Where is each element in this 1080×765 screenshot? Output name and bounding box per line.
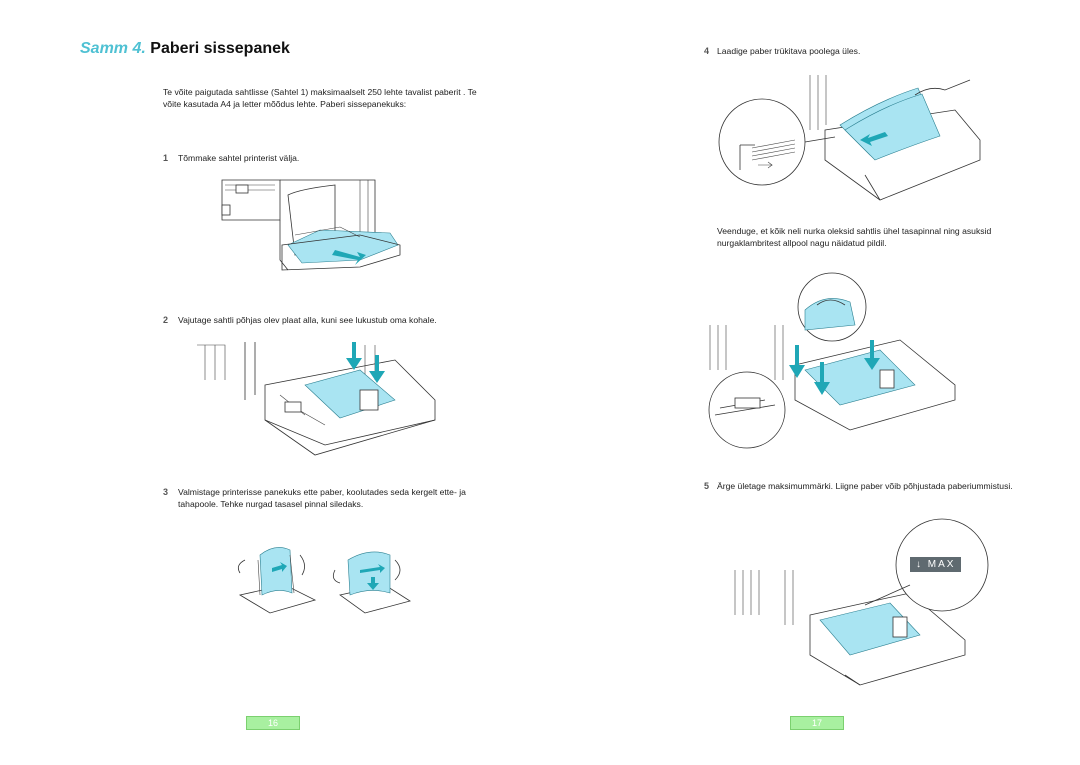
step-1-number: 1 (163, 153, 169, 163)
load-paper-illustration (718, 75, 981, 201)
step-4-number: 4 (704, 46, 710, 56)
press-plate-illustration (197, 342, 436, 456)
page-title: Samm 4. Paberi sissepanek (80, 40, 290, 58)
step-label: Samm 4. (80, 40, 146, 57)
step-2-text: Vajutage sahtli põhjas olev plaat alla, … (178, 315, 437, 325)
fan-paper-illustration (237, 547, 411, 614)
page-number-left: 16 (246, 716, 300, 730)
max-marker: ↓ MAX (910, 557, 962, 572)
title-text: Paberi sissepanek (150, 40, 290, 57)
step-5-number: 5 (704, 481, 710, 491)
note-paragraph: Veenduge, et kõik neli nurka oleksid sah… (717, 226, 992, 248)
step-2-number: 2 (163, 315, 169, 325)
step-1-text: Tõmmake sahtel printerist välja. (178, 153, 300, 163)
check-corners-illustration (708, 272, 956, 449)
step-3-number: 3 (163, 487, 169, 497)
step-4-text: Laadige paber trükitava poolega üles. (717, 46, 861, 56)
page-number-right: 17 (790, 716, 844, 730)
intro-paragraph: Te võite paigutada sahtlisse (Sahtel 1) … (163, 87, 477, 109)
step-5-text: Ärge ületage maksimummärki. Liigne paber… (717, 481, 1013, 491)
tray-pull-illustration (221, 179, 401, 271)
max-label: MAX (927, 559, 956, 570)
max-mark-illustration (734, 518, 989, 686)
step-3-text: Valmistage printerisse panekuks ette pab… (178, 487, 466, 509)
down-arrow-icon: ↓ (916, 559, 923, 570)
